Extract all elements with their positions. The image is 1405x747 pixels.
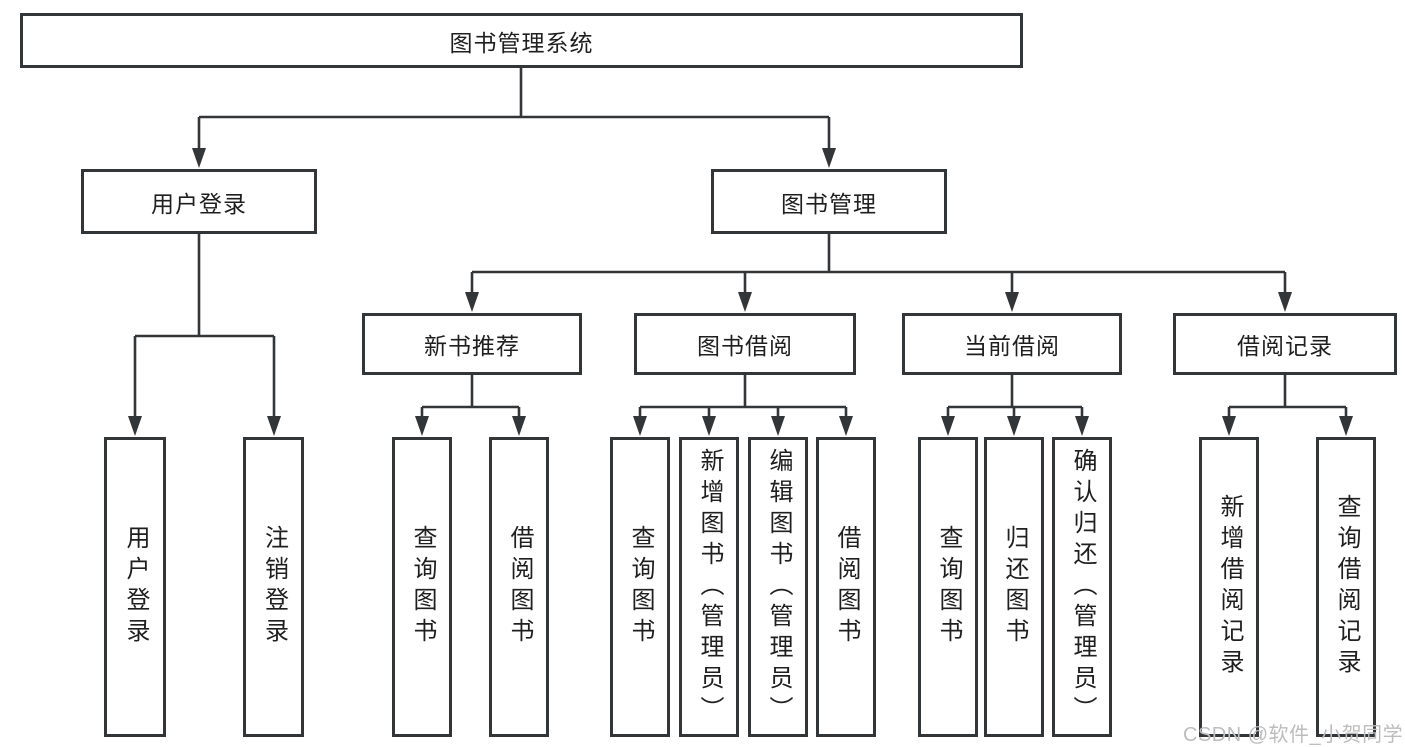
arrow-down-icon bbox=[465, 292, 479, 312]
leaf-user-login: 用户登录 bbox=[104, 437, 166, 737]
leaf-current-confirm-return-admin: 确认归还（管理员） bbox=[1052, 437, 1112, 737]
arrowheads bbox=[128, 148, 1353, 436]
arrow-down-icon bbox=[1007, 416, 1021, 436]
arrow-down-icon bbox=[702, 416, 716, 436]
node-user-login: 用户登录 bbox=[81, 169, 317, 234]
node-current-borrowing: 当前借阅 bbox=[902, 313, 1122, 375]
arrow-down-icon bbox=[512, 416, 526, 436]
node-new-book-recommend: 新书推荐 bbox=[362, 313, 582, 375]
leaf-newbook-borrow-books: 借阅图书 bbox=[489, 437, 549, 737]
connector-book-borrow-to-leaves bbox=[638, 375, 848, 421]
connector-user-login-to-leaves bbox=[133, 234, 276, 421]
arrow-down-icon bbox=[1222, 416, 1236, 436]
leaf-record-add-borrow-record: 新增借阅记录 bbox=[1199, 437, 1259, 737]
leaf-borrow-edit-books-admin: 编辑图书（管理员） bbox=[748, 437, 808, 737]
arrow-down-icon bbox=[839, 416, 853, 436]
csdn-watermark: CSDN @软件_小贺同学 bbox=[1183, 724, 1404, 746]
arrow-down-icon bbox=[1005, 292, 1019, 312]
leaf-borrow-add-books-admin: 新增图书（管理员） bbox=[679, 437, 739, 737]
arrow-down-icon bbox=[771, 416, 785, 436]
leaf-newbook-query-books: 查询图书 bbox=[392, 437, 452, 737]
node-root-library-system: 图书管理系统 bbox=[20, 13, 1023, 68]
arrow-down-icon bbox=[738, 292, 752, 312]
connector-borrow-record-to-leaves bbox=[1227, 375, 1348, 421]
leaf-current-return-books: 归还图书 bbox=[984, 437, 1044, 737]
leaf-current-query-books: 查询图书 bbox=[918, 437, 978, 737]
arrow-down-icon bbox=[822, 148, 836, 168]
arrow-down-icon bbox=[267, 416, 281, 436]
connector-book-mgmt-to-level3 bbox=[470, 234, 1287, 297]
leaf-record-query-borrow-record: 查询借阅记录 bbox=[1316, 437, 1376, 737]
arrow-down-icon bbox=[192, 148, 206, 168]
arrow-down-icon bbox=[128, 416, 142, 436]
arrow-down-icon bbox=[633, 416, 647, 436]
leaf-borrow-query-books: 查询图书 bbox=[610, 437, 670, 737]
arrow-down-icon bbox=[941, 416, 955, 436]
arrow-down-icon bbox=[1339, 416, 1353, 436]
node-borrow-records: 借阅记录 bbox=[1173, 313, 1397, 375]
leaf-borrow-borrow-books: 借阅图书 bbox=[816, 437, 876, 737]
leaf-logout: 注销登录 bbox=[243, 437, 304, 737]
connector-new-book-to-leaves bbox=[420, 375, 521, 421]
arrow-down-icon bbox=[415, 416, 429, 436]
arrow-down-icon bbox=[1075, 416, 1089, 436]
connector-current-borrow-to-leaves bbox=[946, 375, 1084, 421]
arrow-down-icon bbox=[1278, 292, 1292, 312]
connector-root-to-level2 bbox=[197, 68, 831, 152]
node-book-borrowing: 图书借阅 bbox=[634, 313, 856, 375]
node-book-management: 图书管理 bbox=[711, 169, 947, 234]
